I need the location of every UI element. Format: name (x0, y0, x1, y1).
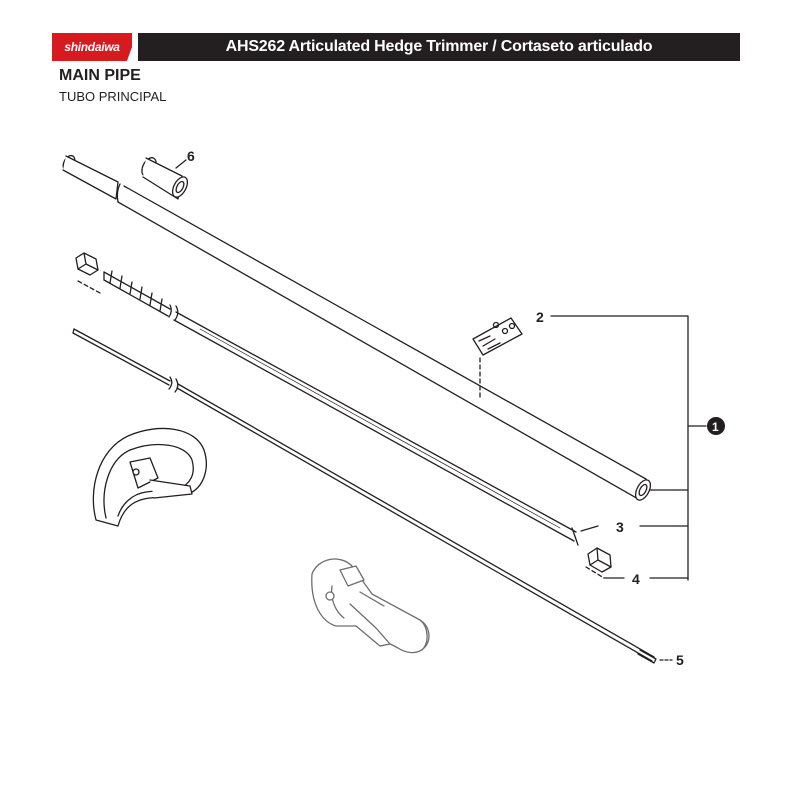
main-pipe-left-stub (62, 154, 119, 200)
bushing-part-4 (587, 547, 612, 573)
callout-4: 4 (632, 571, 640, 587)
leader-6 (175, 159, 187, 169)
callout-3: 3 (616, 519, 624, 535)
sleeve-part-6 (141, 157, 189, 200)
leader-4-left-dashed (77, 280, 101, 294)
liner-part-3 (103, 270, 579, 546)
loop-handle-context (92, 427, 207, 527)
decal-part-2 (472, 317, 523, 356)
callout-6: 6 (187, 148, 195, 164)
callout-5: 5 (676, 652, 684, 668)
leader-4-dashed (585, 566, 605, 579)
page-title: AHS262 Articulated Hedge Trimmer / Corta… (225, 38, 653, 55)
brand-logo: shindaiwa (52, 33, 132, 61)
header-bar: shindaiwa AHS262 Articulated Hedge Trimm… (52, 33, 740, 61)
section-title: MAIN PIPE (59, 67, 141, 84)
drive-shaft-part-5 (72, 328, 657, 664)
header-title-band: AHS262 Articulated Hedge Trimmer / Corta… (138, 33, 740, 61)
bracket-assembly (550, 315, 689, 581)
brand-logo-text: shindaiwa (64, 40, 120, 54)
bushing-left (75, 252, 99, 276)
callout-1: 1 (712, 420, 719, 434)
callout-1-badge (707, 417, 725, 435)
callout-2: 2 (536, 309, 544, 325)
throttle-handle-context (311, 558, 430, 654)
main-pipe (116, 183, 652, 501)
section-subtitle: TUBO PRINCIPAL (59, 89, 167, 104)
leader-3 (580, 525, 599, 532)
